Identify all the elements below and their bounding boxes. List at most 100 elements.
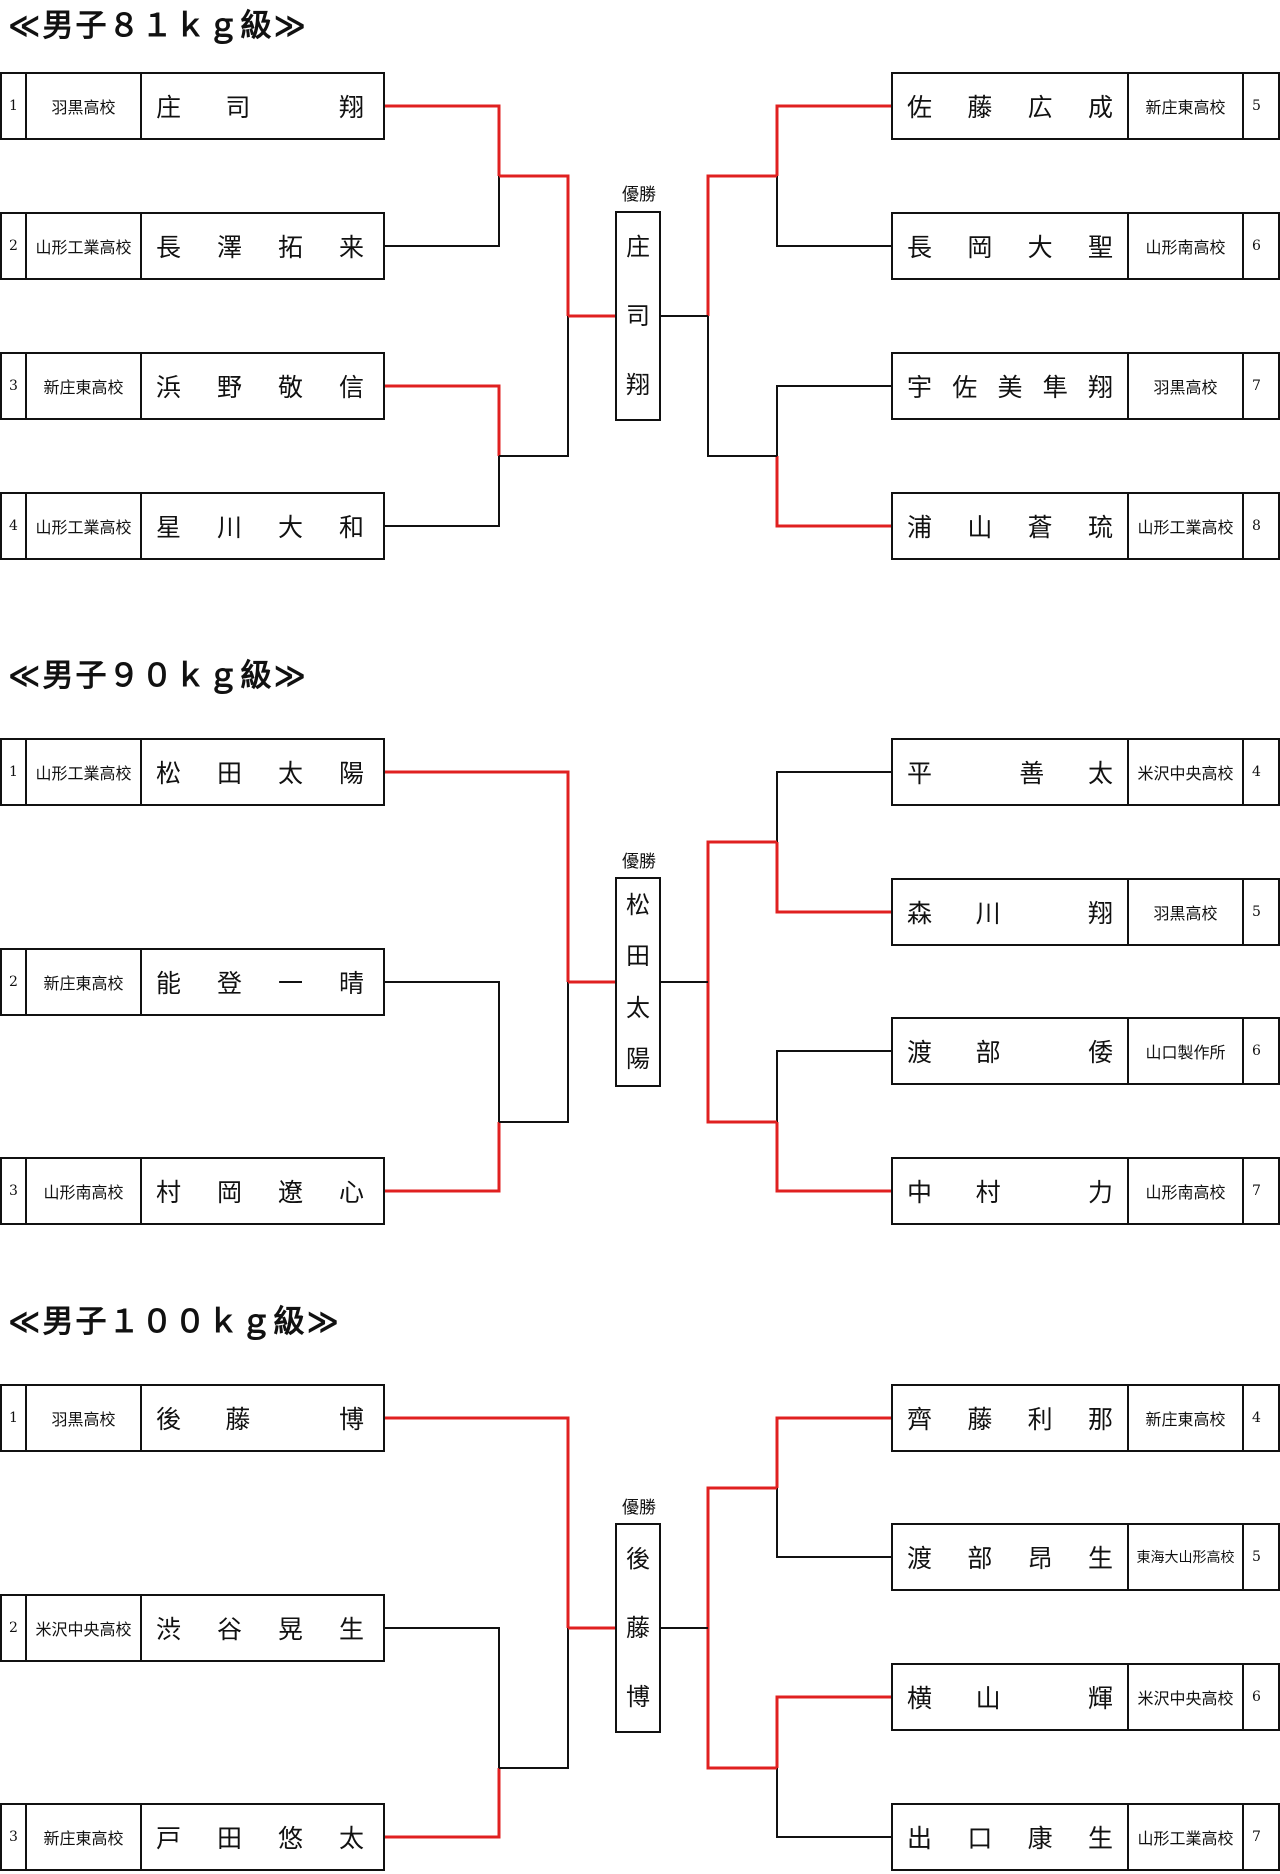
name-char: 大 [1027,233,1053,262]
name-char: 翔 [338,93,364,122]
school-name: 新庄東高校 [1129,74,1244,138]
name-char: 那 [1087,1405,1113,1434]
school-name: 米沢中央高校 [1129,1665,1244,1729]
seed-number: 7 [1252,1183,1261,1199]
bracket-line [385,1627,500,1768]
bracket-entry: 宇 佐 美 隼 翔 羽黒高校 7 [891,352,1280,420]
champion-label: 優勝 [622,852,656,872]
seed-number: 7 [1252,378,1261,394]
name-char: 横 [907,1684,933,1713]
seed-number: 3 [2,1159,27,1223]
bracket-line [775,1122,891,1193]
name-char: 遼 [277,1178,303,1207]
name-char: 輝 [1087,1684,1113,1713]
name-char: 善 [1019,759,1045,788]
school-name: 山形工業高校 [27,494,142,558]
name-char: 翔 [1087,373,1113,402]
name-char: 敬 [277,373,303,402]
school-name: 山形工業高校 [1129,494,1244,558]
champion-char: 陽 [626,1045,650,1074]
name-char: 翔 [1087,899,1113,928]
name-char: 中 [907,1178,933,1207]
athlete-name: 浦 山 蒼 琉 [893,494,1129,558]
bracket-line [706,840,777,982]
name-char: 美 [997,373,1023,402]
name-char: 川 [975,899,1001,928]
athlete-name: 中 村 力 [893,1159,1129,1223]
school-name: 山形南高校 [1129,214,1244,278]
name-char: 村 [975,1178,1001,1207]
name-char: 部 [975,1038,1001,1067]
name-char: 生 [1087,1544,1113,1573]
name-char: 渡 [907,1038,933,1067]
name-char: 生 [1087,1824,1113,1853]
bracket-entry: 渡 部 昂 生 東海大山形高校 5 [891,1523,1280,1591]
seed-number: 6 [1252,238,1261,254]
name-char: 司 [225,93,251,122]
bracket-line [385,770,570,982]
name-char: 藤 [967,1405,993,1434]
bracket-entry: 1 羽黒高校 庄 司 翔 [0,72,385,140]
bracket-entry: 3 山形南高校 村 岡 遼 心 [0,1157,385,1225]
champion-label: 優勝 [622,185,656,205]
name-char: 博 [338,1405,364,1434]
athlete-name: 松 田 太 陽 [142,740,378,804]
name-char: 川 [216,513,242,542]
bracket-entry: 齊 藤 利 那 新庄東高校 4 [891,1384,1280,1452]
name-char: 長 [907,233,933,262]
athlete-name: 出 口 康 生 [893,1805,1129,1869]
bracket-line [776,771,891,842]
name-char: 大 [277,513,303,542]
name-char: 太 [1087,759,1113,788]
champion-char: 太 [626,993,650,1022]
champion-box: 後 藤 博 [615,1523,661,1733]
bracket-line [385,981,500,1122]
bracket-entry: 3 新庄東高校 浜 野 敬 信 [0,352,385,420]
seed-number: 6 [1252,1689,1261,1705]
bracket-line [706,174,777,316]
name-char: 晃 [277,1615,303,1644]
name-char: 星 [156,513,182,542]
bracket-line [776,1488,891,1558]
name-char: 藤 [225,1405,251,1434]
name-char: 力 [1087,1178,1113,1207]
bracket-line [775,1416,891,1488]
athlete-name: 浜 野 敬 信 [142,354,378,418]
name-char: 部 [967,1544,993,1573]
bracket-entry: 渡 部 倭 山口製作所 6 [891,1017,1280,1085]
school-name: 山形南高校 [1129,1159,1244,1223]
athlete-name: 横 山 輝 [893,1665,1129,1729]
bracket-entry: 1 羽黒高校 後 藤 博 [0,1384,385,1452]
bracket-line [776,1050,891,1122]
name-char: 後 [156,1405,182,1434]
bracket-entry: 横 山 輝 米沢中央高校 6 [891,1663,1280,1731]
school-name: 羽黒高校 [27,1386,142,1450]
bracket-entry: 2 山形工業高校 長 澤 拓 来 [0,212,385,280]
seed-number: 5 [1252,1549,1261,1565]
name-char: 山 [975,1684,1001,1713]
bracket-line [776,385,891,456]
athlete-name: 戸 田 悠 太 [142,1805,378,1869]
name-char: 倭 [1087,1038,1113,1067]
seed-number: 1 [2,740,27,804]
school-name: 羽黒高校 [1129,354,1244,418]
seed-number: 7 [1252,1829,1261,1845]
athlete-name: 渡 部 倭 [893,1019,1129,1083]
name-char: 蒼 [1027,513,1053,542]
name-char: 信 [338,373,364,402]
seed-number: 6 [1252,1043,1261,1059]
bracket-entry: 佐 藤 広 成 新庄東高校 5 [891,72,1280,140]
name-char: 森 [907,899,933,928]
bracket-entry: 森 川 翔 羽黒高校 5 [891,878,1280,946]
champion-char: 後 [626,1545,650,1574]
champion-char: 翔 [626,370,650,399]
seed-number: 3 [2,1805,27,1869]
bracket-entry: 出 口 康 生 山形工業高校 7 [891,1803,1280,1871]
seed-number: 8 [1252,518,1261,534]
seed-number: 2 [2,950,27,1014]
athlete-name: 庄 司 翔 [142,74,378,138]
name-char: 隼 [1042,373,1068,402]
name-char: 村 [156,1178,182,1207]
bracket-line [776,1768,891,1838]
